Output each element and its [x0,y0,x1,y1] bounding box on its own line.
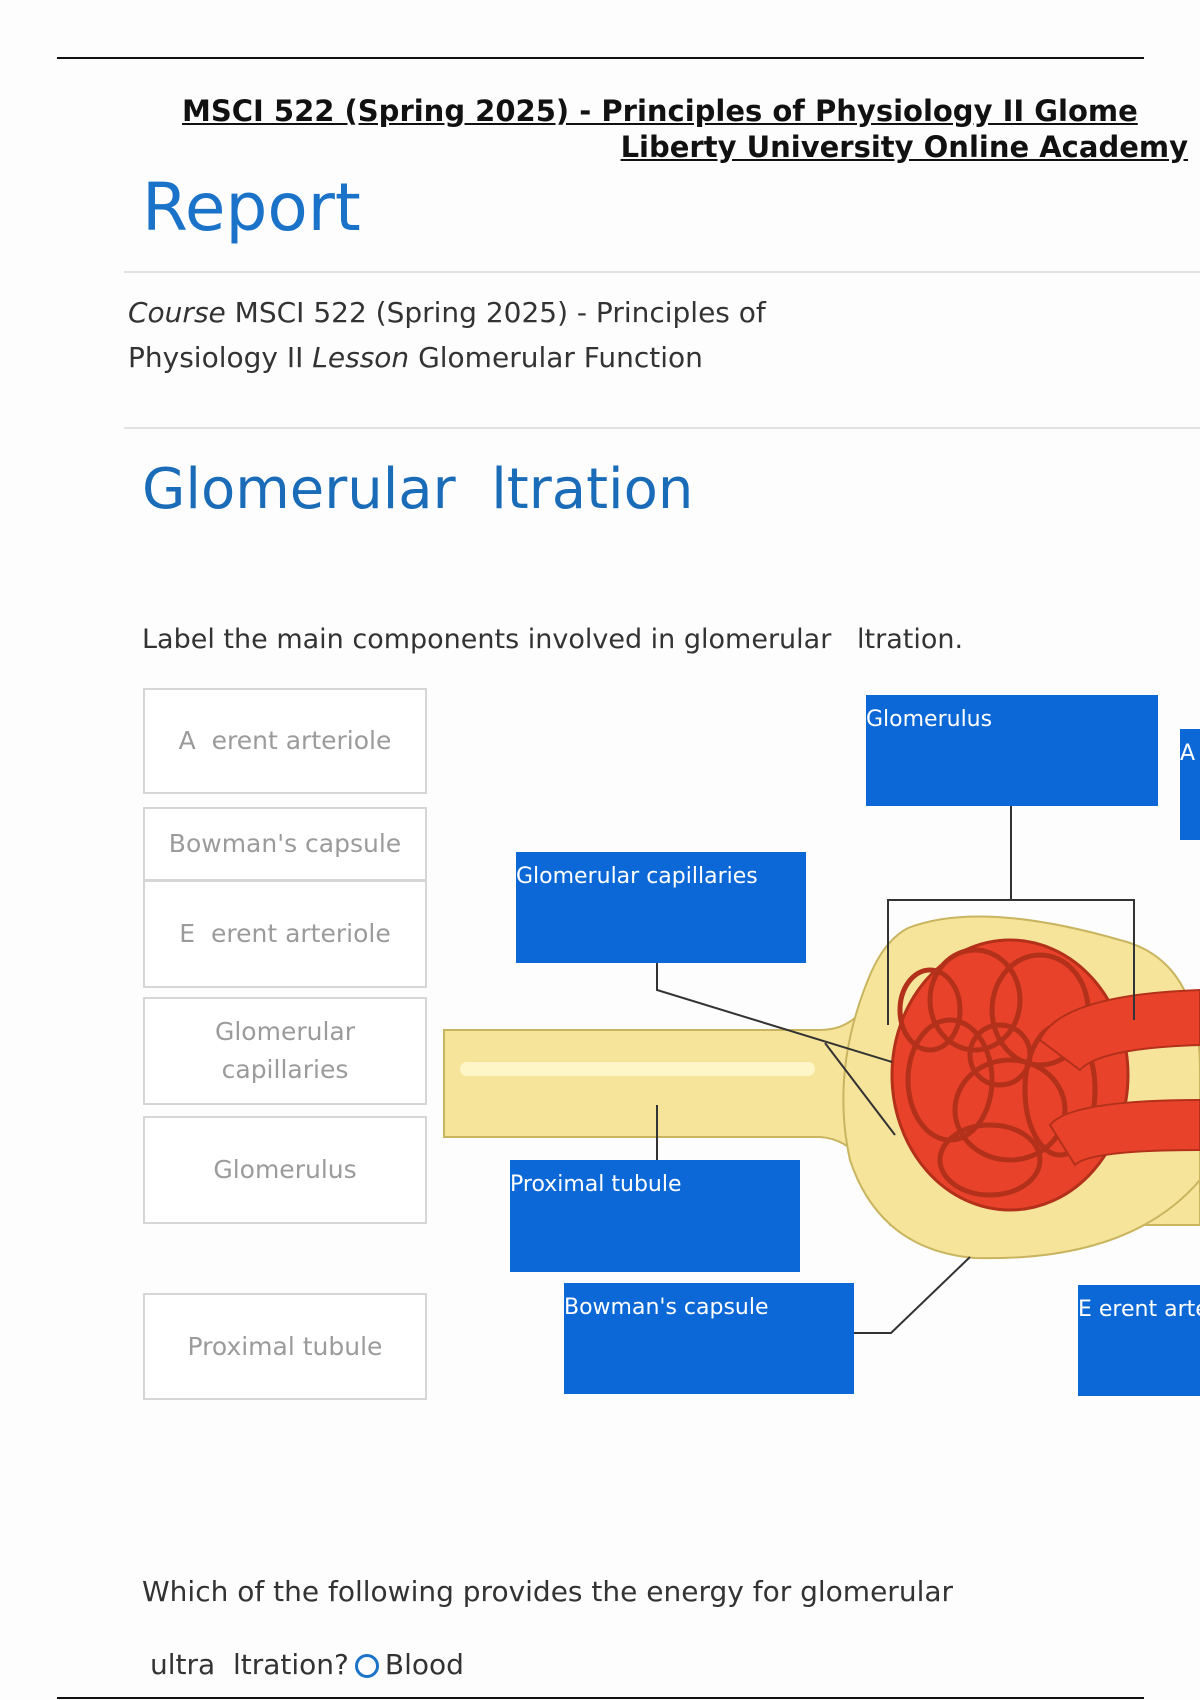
top-rule [57,57,1144,59]
afferent-arteriole-vessel [1038,988,1200,1072]
word-bank-item-glomerular-capillaries[interactable]: Glomerular capillaries [143,997,427,1105]
course-lesson-meta: Course MSCI 522 (Spring 2025) - Principl… [128,290,768,380]
radio-button-blood[interactable] [354,1654,379,1678]
tubule-highlight [460,1062,815,1076]
course-value: MSCI 522 (Spring 2025) - Principles of P… [128,296,766,374]
drop-zone-glomerular-capillaries[interactable]: Glomerular capillaries [516,852,806,963]
glomerulus-tuft [890,938,1130,1212]
lesson-value: Glomerular Function [418,341,703,374]
word-bank-item-bowmans-capsule[interactable]: Bowman's capsule [143,807,427,881]
drop-zone-afferent-arteriole[interactable]: A [1180,729,1200,840]
divider [124,427,1200,429]
course-label: Course [128,296,226,329]
bottom-rule [57,1697,1144,1699]
drop-zone-bowmans-capsule[interactable]: Bowman's capsule [564,1283,854,1394]
word-bank-item-glomerulus[interactable]: Glomerulus [143,1116,427,1224]
option-label-blood[interactable]: Blood [384,1648,464,1681]
word-bank-item-afferent-arteriole[interactable]: A erent arteriole [143,688,427,794]
question-instruction: Label the main components involved in gl… [142,624,964,655]
divider [124,271,1200,273]
question-2-line2-text: ultra ltration? [150,1648,349,1681]
word-bank-item-proximal-tubule[interactable]: Proximal tubule [143,1293,427,1400]
drop-zone-efferent-arteriole[interactable]: E erent arte [1078,1285,1200,1396]
drop-zone-proximal-tubule[interactable]: Proximal tubule [510,1160,800,1272]
question-2-text: Which of the following provides the ener… [142,1575,954,1608]
report-heading: Report [142,169,361,246]
document-subtitle: Liberty University Online Academy [620,130,1188,164]
drop-zone-glomerulus[interactable]: Glomerulus [866,695,1158,806]
efferent-arteriole-vessel [1048,1098,1200,1167]
section-heading: Glomerular ltration [142,457,694,522]
bowmans-capsule-shape [842,915,1200,1260]
capillary-loops [897,947,1098,1198]
word-bank-item-efferent-arteriole[interactable]: E erent arteriole [143,880,427,988]
question-2-line2: ultra ltration? Blood [150,1645,464,1685]
document-title: MSCI 522 (Spring 2025) - Principles of P… [182,94,1138,128]
lesson-label: Lesson [312,341,410,374]
